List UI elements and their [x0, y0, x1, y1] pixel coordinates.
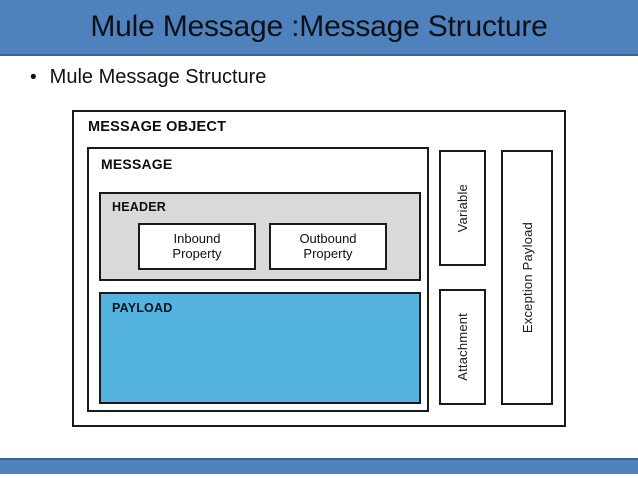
message-object-label: MESSAGE OBJECT	[88, 119, 227, 135]
inbound-property-label-line2: Property	[172, 245, 222, 261]
header-box: HEADER Inbound Property Outbound Propert…	[99, 192, 421, 281]
outbound-property-box: Outbound Property	[269, 223, 387, 270]
bullet-point-icon: •	[30, 67, 37, 88]
attachment-box: Attachment	[439, 289, 486, 405]
exception-payload-label: Exception Payload	[519, 221, 535, 334]
outbound-property-label-line1: Outbound	[299, 230, 357, 246]
inbound-property-box: Inbound Property	[138, 223, 256, 270]
payload-box: PAYLOAD	[99, 292, 421, 404]
slide-title-band: Mule Message :Message Structure	[0, 0, 638, 56]
message-object-box: MESSAGE OBJECT MESSAGE HEADER Inbound Pr…	[72, 110, 566, 427]
bullet-item-label: Mule Message Structure	[49, 66, 267, 88]
exception-payload-box: Exception Payload	[501, 150, 553, 405]
variable-box: Variable	[439, 150, 486, 266]
message-box: MESSAGE HEADER Inbound Property Outbound…	[87, 147, 429, 412]
inbound-property-label-line1: Inbound	[173, 230, 221, 246]
mule-message-structure-diagram: MESSAGE OBJECT MESSAGE HEADER Inbound Pr…	[72, 110, 566, 427]
outbound-property-label-line2: Property	[303, 245, 353, 261]
attachment-label: Attachment	[455, 313, 470, 381]
variable-label: Variable	[455, 183, 470, 233]
header-label: HEADER	[112, 200, 166, 214]
message-label: MESSAGE	[101, 156, 173, 172]
bullet-list-item: • Mule Message Structure	[30, 66, 266, 88]
page-title: Mule Message :Message Structure	[90, 10, 548, 43]
slide-footer-band	[0, 458, 638, 474]
payload-label: PAYLOAD	[112, 301, 173, 315]
